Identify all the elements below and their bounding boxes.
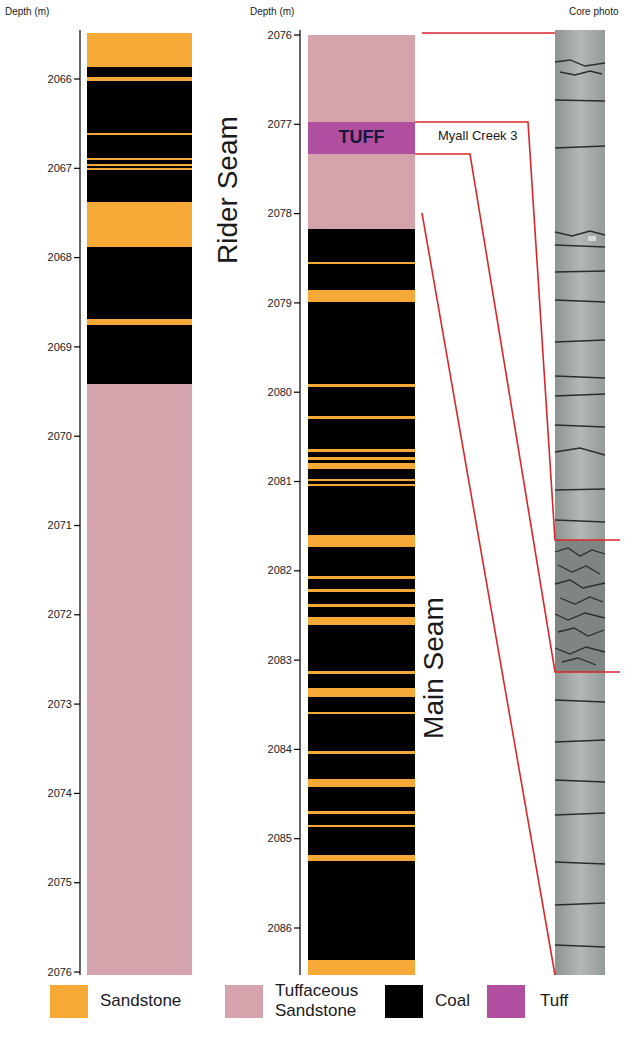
depth-tick: 2073 bbox=[48, 698, 72, 711]
depth-tick: 2071 bbox=[48, 519, 72, 532]
legend-swatch bbox=[50, 985, 88, 1018]
legend-text: Tuff bbox=[540, 991, 626, 1011]
core-photo bbox=[555, 30, 605, 975]
tuff-band: TUFF bbox=[308, 122, 415, 154]
axis-title: Depth (m) bbox=[250, 6, 294, 18]
band-label: TUFF bbox=[339, 128, 385, 148]
depth-tick: 2068 bbox=[48, 251, 72, 264]
depth-tick: 2069 bbox=[48, 341, 72, 354]
seam-label: Rider Seam bbox=[212, 116, 244, 264]
main-column bbox=[308, 35, 415, 975]
depth-tick: 2086 bbox=[268, 922, 292, 935]
legend-swatch bbox=[225, 985, 263, 1018]
depth-tick: 2085 bbox=[268, 832, 292, 845]
depth-tick: 2081 bbox=[268, 475, 292, 488]
depth-tick: 2084 bbox=[268, 743, 292, 756]
depth-tick: 2080 bbox=[268, 386, 292, 399]
depth-tick: 2083 bbox=[268, 654, 292, 667]
depth-tick: 2079 bbox=[268, 297, 292, 310]
legend-text: Sandstone bbox=[100, 991, 205, 1011]
depth-tick: 2074 bbox=[48, 787, 72, 800]
depth-tick: 2067 bbox=[48, 162, 72, 175]
depth-tick: 2072 bbox=[48, 608, 72, 621]
depth-tick: 2075 bbox=[48, 876, 72, 889]
depth-tick: 2082 bbox=[268, 564, 292, 577]
depth-tick: 2070 bbox=[48, 430, 72, 443]
legend-swatch bbox=[487, 985, 525, 1018]
legend-swatch bbox=[385, 985, 423, 1018]
axis-title: Depth (m) bbox=[5, 6, 49, 18]
depth-axes bbox=[74, 30, 300, 975]
photo-title: Core photo bbox=[569, 6, 618, 18]
depth-tick: 2077 bbox=[268, 118, 292, 131]
depth-tick: 2076 bbox=[48, 966, 72, 979]
rider-column bbox=[87, 33, 192, 975]
seam-label: Main Seam bbox=[418, 597, 450, 739]
depth-tick: 2078 bbox=[268, 207, 292, 220]
correlation-lines bbox=[415, 33, 620, 975]
depth-tick: 2066 bbox=[48, 73, 72, 86]
legend-text: Tuffaceous Sandstone bbox=[275, 981, 380, 1020]
tuff-name: Myall Creek 3 bbox=[436, 129, 519, 144]
depth-tick: 2076 bbox=[268, 29, 292, 42]
